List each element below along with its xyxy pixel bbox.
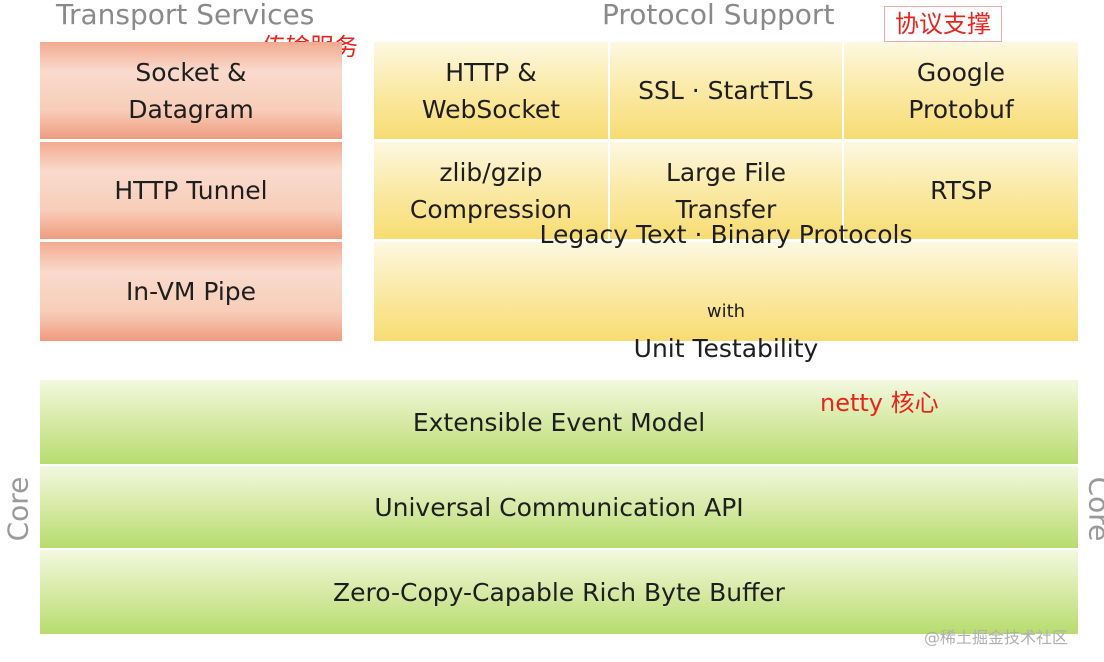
google-protobuf-block: Google Protobuf [844,42,1078,139]
core-label-left: Core [1,476,35,542]
netty-core-cn-annotation: netty 核心 [820,389,939,417]
zero-copy-byte-buffer-block: Zero-Copy-Capable Rich Byte Buffer [40,550,1078,634]
protocol-support-cn-annotation: 协议支撑 [884,6,1002,42]
legacy-protocols-line1: Legacy Text · Binary Protocols [539,220,913,249]
zlib-gzip-compression-block: zlib/gzip Compression [374,142,608,239]
socket-datagram-block: Socket & Datagram [40,42,342,139]
protocol-support-heading: Protocol Support [602,0,835,31]
in-vm-pipe-block: In-VM Pipe [40,242,342,341]
rtsp-block: RTSP [844,142,1078,239]
http-websocket-block: HTTP & WebSocket [374,42,608,139]
large-file-transfer-block: Large File Transfer [610,142,842,239]
legacy-protocols-block: Legacy Text · Binary Protocols with Unit… [374,220,1078,363]
extensible-event-model-block: Extensible Event Model [40,380,1078,464]
legacy-protocols-line2: with Unit Testability [634,253,819,367]
universal-communication-api-block: Universal Communication API [40,466,1078,548]
core-label-right: Core [1082,476,1104,542]
legacy-protocols-unit-testability: Unit Testability [633,334,819,363]
http-tunnel-block: HTTP Tunnel [40,142,342,239]
transport-services-heading: Transport Services [56,0,315,31]
juejin-watermark: @稀土掘金技术社区 [924,628,1069,647]
legacy-protocols-with: with [706,301,746,322]
ssl-starttls-block: SSL · StartTLS [610,42,842,139]
